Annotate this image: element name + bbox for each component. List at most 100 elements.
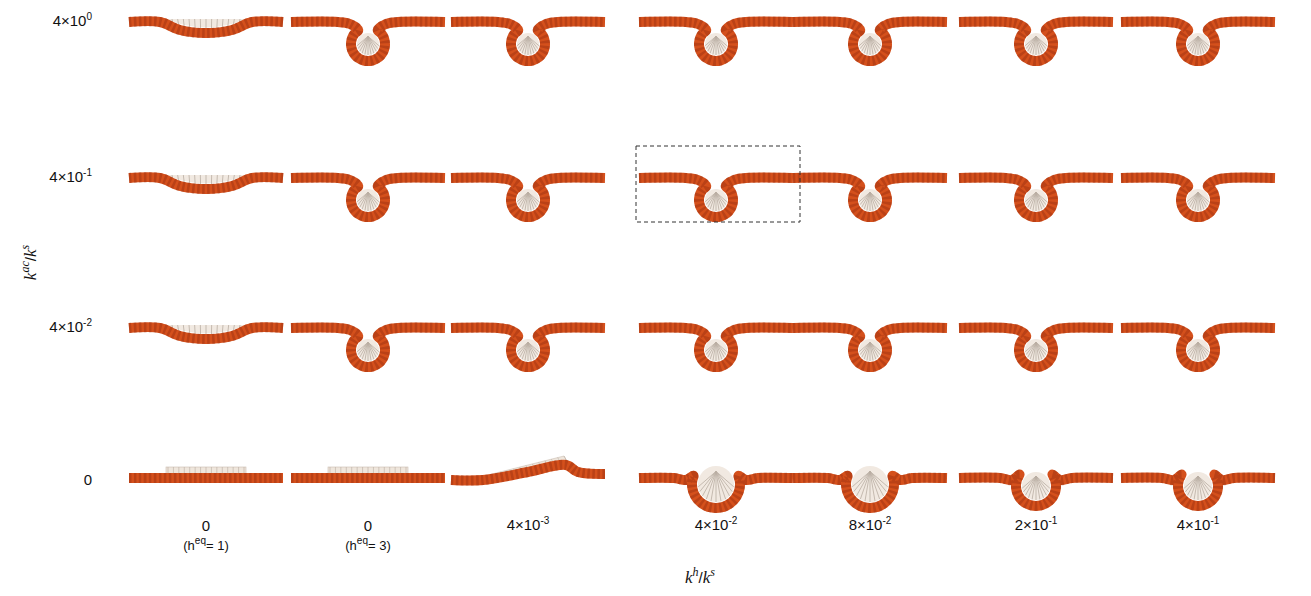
membrane-snapshot	[639, 328, 793, 367]
membrane-beads	[639, 476, 793, 508]
protein-fan	[859, 339, 881, 361]
label-text: k	[703, 568, 711, 587]
axis-tick-label: 4×10-3	[507, 516, 550, 536]
superscript: -2	[83, 317, 92, 328]
protein-fan	[859, 33, 881, 55]
protein-rod	[1036, 36, 1042, 53]
membrane-snapshot	[129, 467, 283, 478]
membrane	[451, 465, 605, 481]
superscript: -1	[1048, 515, 1057, 526]
protein-rod	[870, 471, 871, 502]
protein-fan	[1187, 33, 1209, 55]
membrane-snapshot	[793, 328, 947, 367]
protein-fan	[852, 466, 888, 502]
membrane-beads	[291, 328, 445, 367]
label-text: /	[699, 569, 703, 586]
protein-rod	[708, 36, 716, 51]
protein-rod	[528, 342, 531, 360]
protein-rod	[1187, 476, 1198, 495]
protein-region	[705, 339, 727, 361]
protein-fan	[517, 339, 539, 361]
protein-rod	[368, 342, 371, 360]
highlight-box	[636, 146, 800, 222]
membrane-snapshot	[451, 456, 605, 482]
protein-rod	[708, 342, 716, 357]
label-text: k	[21, 249, 40, 257]
membrane-beads	[129, 177, 283, 189]
superscript: s	[18, 244, 32, 249]
protein-region	[357, 339, 379, 361]
protein-fan	[1187, 189, 1209, 211]
protein-rod	[1026, 36, 1036, 48]
membrane	[1121, 178, 1275, 217]
protein-fan	[1187, 339, 1209, 361]
protein-rod	[168, 467, 169, 474]
protein-rod	[1198, 476, 1202, 499]
protein-rod	[705, 36, 716, 45]
membrane	[451, 328, 605, 367]
membrane	[1121, 475, 1275, 506]
protein-region	[357, 189, 379, 211]
label-text: 4×10	[49, 318, 83, 335]
membrane-beads	[1121, 178, 1275, 217]
membrane-beads	[639, 328, 793, 367]
membrane	[129, 177, 283, 189]
axis-tick-label: 8×10-2	[849, 516, 892, 536]
membrane-beads	[451, 328, 605, 367]
protein-region	[166, 467, 246, 474]
protein-fan	[1184, 472, 1212, 500]
axis-tick-label: 4×10-1	[1177, 516, 1220, 536]
protein-rod	[870, 36, 876, 53]
membrane	[129, 21, 283, 33]
protein-rod	[227, 467, 228, 474]
protein-rod	[200, 467, 201, 474]
membrane-snapshot	[793, 466, 947, 508]
label-text: 2×10	[1015, 516, 1049, 533]
protein-rod	[195, 467, 196, 474]
superscript: s	[710, 565, 715, 579]
protein-rod	[716, 471, 721, 501]
protein-rod	[357, 36, 368, 45]
protein-rod	[520, 36, 528, 51]
protein-rod	[368, 36, 371, 54]
superscript: eq	[195, 535, 206, 546]
membrane	[793, 22, 947, 61]
axis-tick-label: 0	[84, 471, 92, 489]
protein-rod	[860, 192, 870, 204]
protein-rod	[859, 342, 870, 351]
membrane	[793, 476, 947, 508]
protein-fan	[1025, 33, 1047, 55]
protein-rod	[716, 36, 722, 53]
protein-rod	[368, 192, 374, 209]
protein-rod	[330, 467, 331, 474]
membrane-beads	[1121, 328, 1275, 367]
protein-rod	[1028, 36, 1036, 51]
protein-rod	[1025, 36, 1036, 45]
protein-rod	[378, 467, 379, 474]
protein-rod	[520, 342, 528, 357]
protein-rod	[1187, 342, 1198, 351]
protein-rod	[716, 471, 732, 491]
label-text: (h	[345, 538, 357, 553]
protein-region	[1187, 189, 1209, 211]
protein-region	[859, 33, 881, 55]
protein-rod	[233, 467, 234, 474]
protein-region	[852, 466, 888, 502]
membrane-snapshot	[639, 22, 793, 61]
protein-rod	[862, 342, 870, 357]
protein-rod	[244, 467, 245, 474]
label-text: 4×10	[695, 516, 729, 533]
protein-rod	[859, 192, 870, 201]
protein-rod	[1036, 342, 1039, 360]
membrane-snapshot	[451, 178, 605, 217]
protein-rod	[860, 342, 870, 354]
protein-fan	[698, 466, 734, 502]
membrane-snapshot	[291, 22, 445, 61]
membrane-snapshot	[1121, 22, 1275, 61]
protein-rod	[870, 342, 873, 360]
protein-fan	[705, 33, 727, 55]
superscript: -1	[1210, 515, 1219, 526]
membrane-snapshot	[1121, 328, 1275, 367]
axis-tick-label: kh/ks	[685, 569, 715, 588]
